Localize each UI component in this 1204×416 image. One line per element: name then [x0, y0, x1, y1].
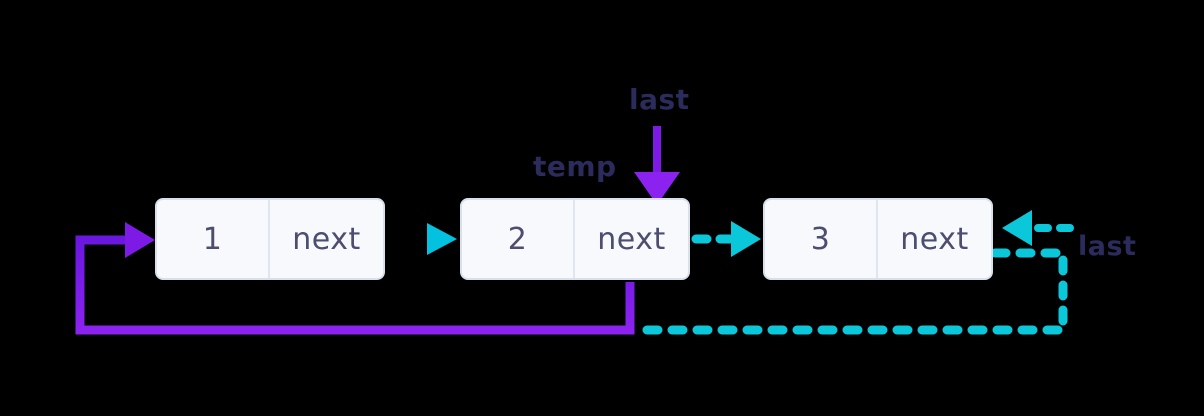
node-next-cell: next [292, 221, 361, 257]
node-value-cell: 1 [157, 200, 271, 278]
next-arrow-2-to-3 [691, 221, 761, 257]
list-node-1: 1 next [155, 198, 385, 280]
last-pointer-into-node3 [1002, 210, 1074, 246]
last-pointer-down-to-node2 [634, 126, 680, 205]
node-next-cell: next [900, 221, 969, 257]
node-value-cell: 2 [462, 200, 576, 278]
list-node-3: 3 next [763, 198, 993, 280]
temp-pointer-label: temp [533, 150, 617, 183]
last-pointer-label-top: last [629, 83, 690, 116]
next-arrow-1-to-2 [388, 223, 457, 255]
list-node-2: 2 next [460, 198, 690, 280]
node-value-cell: 3 [765, 200, 879, 278]
node-next-cell: next [597, 221, 666, 257]
last-pointer-label-right: last [1078, 231, 1137, 262]
